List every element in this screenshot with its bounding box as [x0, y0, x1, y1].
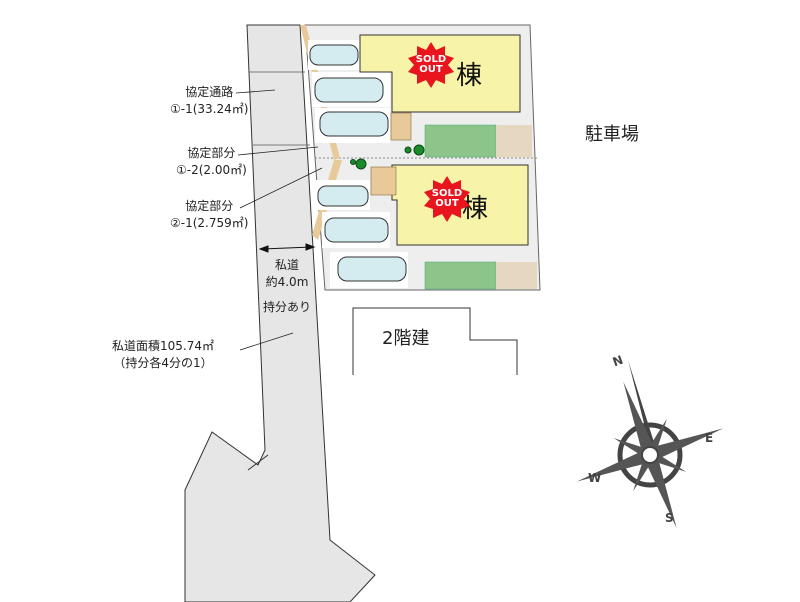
share-note: 持分あり [263, 300, 312, 314]
road-edge [247, 454, 269, 471]
tree-icon [355, 158, 367, 170]
private-road [184, 24, 376, 602]
neighbor-building-outline [352, 307, 518, 375]
private-road-width: 約4.0m [265, 275, 309, 289]
agreement-part1-title: 協定部分 [187, 146, 236, 160]
private-road-area: 私道面積105.74㎡ [112, 339, 214, 353]
house-2-label: 棟 [462, 194, 489, 224]
car-icon [314, 77, 384, 103]
house-1-label: 棟 [456, 61, 483, 91]
sold-out-badge: SOLD OUT [408, 42, 454, 88]
private-road-area-label: 私道面積105.74㎡ （持分各4分の1） [112, 338, 214, 372]
compass-west: W [588, 471, 602, 485]
cars [309, 44, 407, 282]
agreement-road-label: 協定通路 ①-1(33.24㎡) [170, 84, 248, 118]
agreement-part2-title: 協定部分 [185, 199, 234, 213]
parking-label: 駐車場 [585, 124, 639, 145]
deck [390, 112, 412, 141]
sold-out-text: SOLD OUT [431, 188, 463, 209]
agreement-part2-label: 協定部分 ②-1(2.759㎡) [170, 198, 248, 232]
leader-lines [235, 89, 323, 351]
compass-south: S [665, 511, 674, 525]
trees [350, 144, 425, 170]
storage [496, 125, 532, 157]
tree-icon [413, 144, 425, 156]
neighbor-building-label: 2階建 [382, 328, 430, 349]
tree-icon [404, 146, 412, 154]
agreement-part1-area: ①-2(2.00㎡) [176, 163, 247, 177]
garden [424, 261, 497, 290]
agreement-part2-area: ②-1(2.759㎡) [170, 216, 249, 230]
tree-icon [350, 159, 356, 165]
car-icon [324, 217, 389, 243]
agreement-road-area: ①-1(33.24㎡) [170, 102, 249, 116]
car-icon [317, 185, 369, 207]
car-icon [309, 44, 359, 66]
storage [496, 262, 537, 289]
compass-rose-icon [576, 360, 724, 529]
private-road-title: 私道 [275, 258, 300, 272]
car-icon [337, 256, 407, 282]
compass-east: E [705, 431, 714, 445]
private-road-label: 私道 約4.0m 持分あり [263, 257, 311, 316]
agreement-road-title: 協定通路 [185, 85, 234, 99]
private-road-share: （持分各4分の1） [113, 356, 213, 370]
car-icon [319, 111, 389, 137]
garden [424, 124, 497, 158]
sold-out-badge: SOLD OUT [424, 176, 470, 222]
sold-out-text: SOLD OUT [415, 54, 447, 75]
road-width-arrow [258, 243, 316, 253]
agreement-part1-label: 協定部分 ①-2(2.00㎡) [176, 145, 247, 179]
deck [370, 166, 397, 196]
